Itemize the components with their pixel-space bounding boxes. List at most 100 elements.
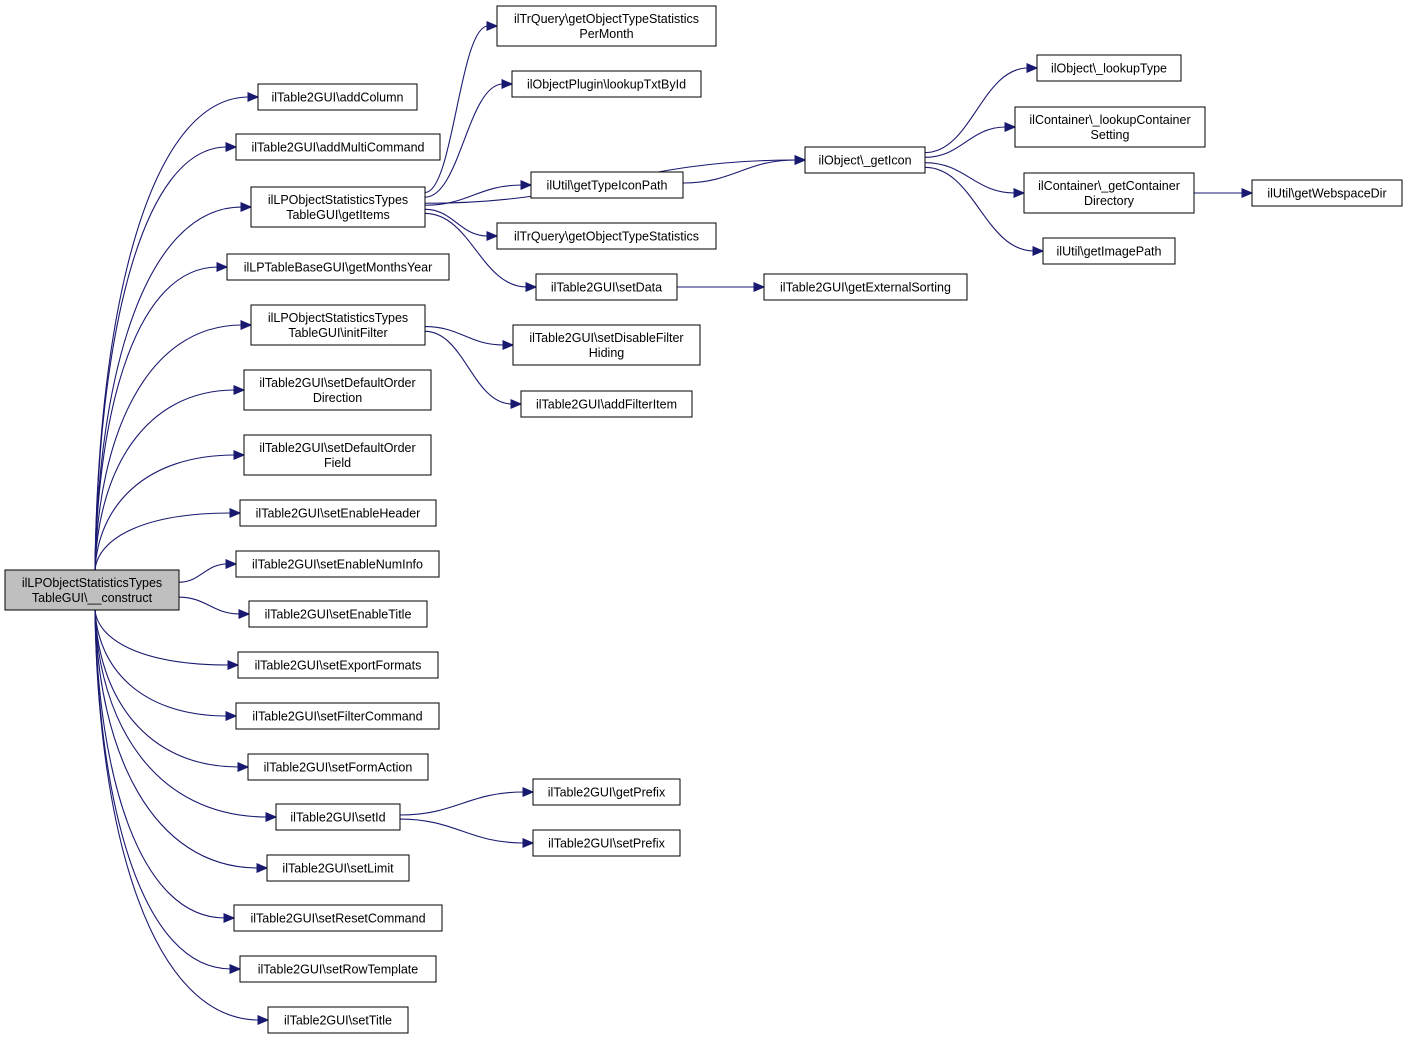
node-set-export-formats[interactable]: ilTable2GUI\setExportFormats — [237, 651, 439, 679]
arrowhead — [502, 340, 515, 350]
node-get-items[interactable]: ilLPObjectStatisticsTypesTableGUI\getIte… — [250, 186, 426, 228]
node-label: Hiding — [589, 346, 624, 360]
node-lookup-txt-by-id[interactable]: ilObjectPlugin\lookupTxtById — [511, 70, 702, 98]
node-get-type-icon-path[interactable]: ilUtil\getTypeIconPath — [530, 171, 684, 199]
node-box — [257, 83, 418, 111]
node-label: ilContainer\_getContainer — [1038, 179, 1180, 193]
node-label: ilTable2GUI\setEnableHeader — [256, 507, 421, 521]
node-get-object-type-statistics-per-month[interactable]: ilTrQuery\getObjectTypeStatisticsPerMont… — [496, 5, 717, 47]
node-box — [532, 778, 681, 806]
node-get-prefix[interactable]: ilTable2GUI\getPrefix — [532, 778, 681, 806]
node-get-object-type-statistics[interactable]: ilTrQuery\getObjectTypeStatistics — [496, 222, 717, 250]
node-lookup-type[interactable]: ilObject\_lookupType — [1036, 54, 1182, 82]
node-set-form-action[interactable]: ilTable2GUI\setFormAction — [247, 753, 429, 781]
node-set-reset-command[interactable]: ilTable2GUI\setResetCommand — [233, 904, 443, 932]
node-label: ilTable2GUI\addFilterItem — [536, 398, 677, 412]
edge-construct-to-set-default-order-field — [94, 450, 246, 571]
node-label: ilTable2GUI\setEnableNumInfo — [252, 558, 423, 572]
node-set-enable-num-info[interactable]: ilTable2GUI\setEnableNumInfo — [235, 550, 440, 578]
node-label: ilTrQuery\getObjectTypeStatistics — [514, 230, 699, 244]
node-label: Field — [324, 456, 351, 470]
edge-construct-to-set-id — [94, 609, 278, 822]
edge-construct-to-set-enable-title — [178, 596, 251, 619]
call-edges — [94, 21, 1254, 1025]
node-box — [250, 304, 426, 346]
node-label: ilObject\_getIcon — [818, 154, 911, 168]
node-set-row-template[interactable]: ilTable2GUI\setRowTemplate — [239, 955, 437, 983]
node-set-filter-command[interactable]: ilTable2GUI\setFilterCommand — [235, 702, 440, 730]
edge-init-filter-to-set-disable-filter-hiding — [424, 326, 515, 350]
edge-set-id-to-set-prefix — [399, 818, 535, 848]
arrowhead — [229, 508, 242, 518]
node-box — [1036, 54, 1182, 82]
arrowhead — [794, 155, 807, 165]
node-get-icon[interactable]: ilObject\_getIcon — [804, 146, 926, 174]
arrowhead — [233, 385, 246, 395]
node-box — [233, 904, 443, 932]
edge-construct-to-set-filter-command — [94, 609, 238, 721]
node-box — [237, 651, 439, 679]
edge-construct-to-add-column — [94, 92, 260, 571]
node-box — [275, 803, 401, 831]
node-construct[interactable]: ilLPObjectStatisticsTypesTableGUI\__cons… — [4, 569, 180, 611]
arrowhead — [225, 142, 238, 152]
node-add-filter-item[interactable]: ilTable2GUI\addFilterItem — [520, 390, 693, 418]
node-box — [235, 133, 441, 161]
node-box — [1251, 179, 1403, 207]
node-set-title[interactable]: ilTable2GUI\setTitle — [267, 1006, 409, 1034]
node-box — [1014, 106, 1206, 148]
edge-construct-to-set-title — [94, 609, 270, 1025]
node-init-filter[interactable]: ilLPObjectStatisticsTypesTableGUI\initFi… — [250, 304, 426, 346]
node-label: ilTable2GUI\setExportFormats — [255, 659, 422, 673]
node-label: ilLPTableBaseGUI\getMonthsYear — [244, 261, 433, 275]
node-label: ilObject\_lookupType — [1051, 62, 1167, 76]
node-label: Setting — [1091, 128, 1130, 142]
node-box — [248, 600, 428, 628]
edge-get-items-to-lookup-txt-by-id — [424, 79, 514, 198]
node-box — [239, 499, 437, 527]
node-label: ilTable2GUI\setPrefix — [548, 837, 665, 851]
node-box — [804, 146, 926, 174]
node-get-image-path[interactable]: ilUtil\getImagePath — [1042, 237, 1176, 265]
arrowhead — [525, 282, 538, 292]
node-label: ilTable2GUI\setDisableFilter — [529, 331, 683, 345]
arrowhead — [240, 320, 253, 330]
node-label: Directory — [1084, 194, 1135, 208]
node-label: TableGUI\initFilter — [288, 326, 387, 340]
arrowhead — [238, 609, 251, 619]
edge-get-icon-to-get-image-path — [924, 166, 1045, 256]
node-add-multi-command[interactable]: ilTable2GUI\addMultiCommand — [235, 133, 441, 161]
node-get-months-year[interactable]: ilLPTableBaseGUI\getMonthsYear — [226, 253, 450, 281]
edge-construct-to-get-items — [94, 202, 253, 571]
node-label: ilTable2GUI\setDefaultOrder — [259, 441, 415, 455]
edge-get-items-to-get-object-type-statistics-per-month — [424, 21, 499, 194]
arrowhead — [1032, 246, 1045, 256]
node-get-external-sorting[interactable]: ilTable2GUI\getExternalSorting — [763, 273, 968, 301]
node-set-data[interactable]: ilTable2GUI\setData — [535, 273, 678, 301]
node-label: ilLPObjectStatisticsTypes — [268, 193, 408, 207]
arrowhead — [1026, 63, 1039, 73]
arrowhead — [257, 1015, 270, 1025]
node-get-webspace-dir[interactable]: ilUtil\getWebspaceDir — [1251, 179, 1403, 207]
arrowhead — [225, 559, 238, 569]
arrowhead — [486, 21, 499, 31]
node-set-prefix[interactable]: ilTable2GUI\setPrefix — [532, 829, 681, 857]
node-set-enable-header[interactable]: ilTable2GUI\setEnableHeader — [239, 499, 437, 527]
node-set-enable-title[interactable]: ilTable2GUI\setEnableTitle — [248, 600, 428, 628]
node-add-column[interactable]: ilTable2GUI\addColumn — [257, 83, 418, 111]
node-box — [266, 854, 410, 882]
node-set-id[interactable]: ilTable2GUI\setId — [275, 803, 401, 831]
arrowhead — [240, 202, 253, 212]
node-box — [535, 273, 678, 301]
arrowhead — [233, 450, 246, 460]
node-set-limit[interactable]: ilTable2GUI\setLimit — [266, 854, 410, 882]
edge-get-items-to-set-data — [424, 212, 538, 292]
node-label: ilTable2GUI\setId — [290, 811, 385, 825]
edge-get-items-to-get-type-icon-path — [424, 180, 533, 206]
node-label: ilUtil\getTypeIconPath — [547, 179, 668, 193]
